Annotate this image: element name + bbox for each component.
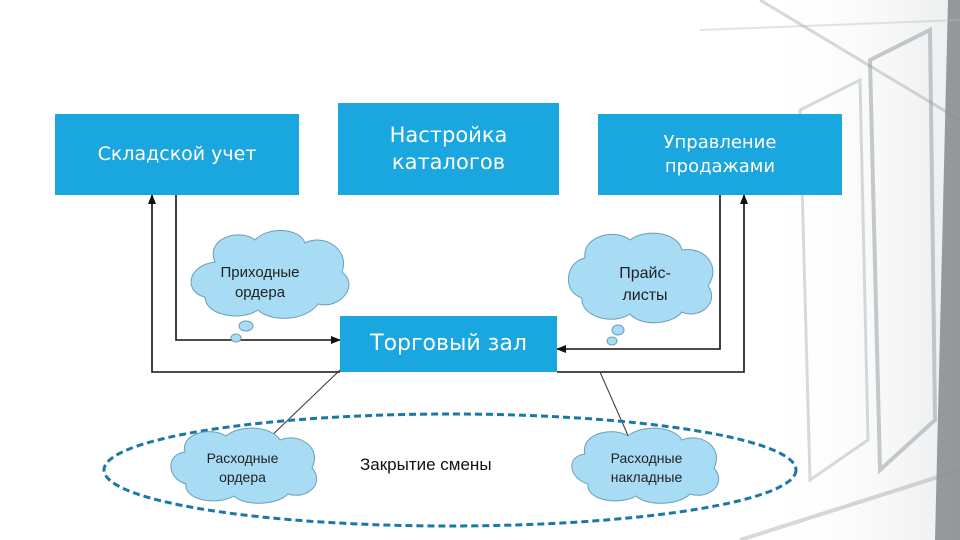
- leader-line-left: [264, 369, 341, 443]
- shift-ellipse: [102, 412, 798, 528]
- connector-warehouse-to-hall-inner: [175, 195, 341, 344]
- connector-hall-to-warehouse-outer: [148, 194, 340, 373]
- hall-label: Торговый зал: [370, 330, 527, 356]
- sales-box: Управление продажами: [598, 114, 842, 195]
- warehouse-label: Складской учет: [97, 143, 257, 166]
- connector-hall-to-sales-outer: [557, 194, 748, 373]
- cloud-invoices: [571, 427, 720, 504]
- outgoing-orders-text: Расходные ордера: [206, 450, 279, 485]
- warehouse-box: Складской учет: [55, 114, 299, 195]
- shift-close-text: Закрытие смены: [360, 455, 492, 474]
- cloud-price-lists: [567, 232, 714, 346]
- connector-sales-to-hall-inner: [556, 195, 721, 353]
- cloud-incoming-orders: [190, 230, 350, 343]
- catalogs-label: Настройка каталогов: [389, 122, 508, 174]
- catalogs-box: Настройка каталогов: [338, 103, 559, 195]
- incoming-orders-text: Приходные ордера: [220, 264, 300, 302]
- price-lists-text: Прайс- листы: [619, 265, 671, 304]
- leader-line-right: [599, 371, 631, 441]
- invoices-text: Расходные накладные: [610, 450, 683, 485]
- sales-label: Управление продажами: [663, 132, 777, 177]
- cloud-outgoing-orders: [170, 427, 318, 504]
- hall-box: Торговый зал: [340, 316, 557, 372]
